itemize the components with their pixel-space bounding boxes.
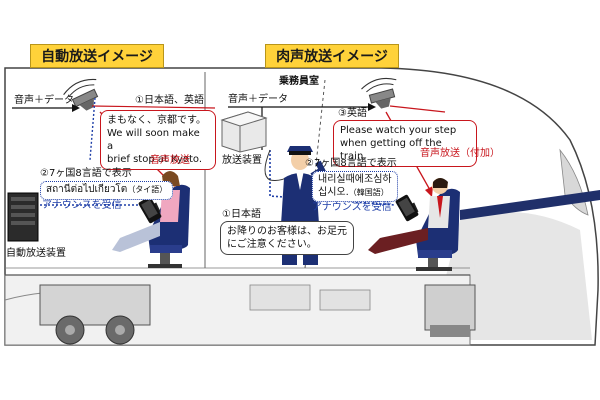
thai-text: สถานีต่อไปเกียวโต xyxy=(46,184,128,195)
right-voice-broadcast-label: 音声放送（付加） xyxy=(420,148,500,159)
speech-line1: お降りのお客様は、お足元 xyxy=(227,226,347,237)
speech-line2: にご注意ください。 xyxy=(227,239,317,250)
right-audio-data-label: 音声＋データ xyxy=(228,94,288,105)
broadcast-device-label: 放送装置 xyxy=(222,155,262,166)
right-announce-receive-label: アナウンスを受信 xyxy=(312,202,392,213)
passenger-right-seat xyxy=(368,178,460,271)
right-step2-label: ②7ヶ国8言語で表示 xyxy=(305,158,397,169)
thai-lang-label: （タイ語） xyxy=(127,185,168,194)
right-bubble-line2: when getting off the train. xyxy=(340,138,442,162)
korean-line2: 십시오. xyxy=(318,186,349,198)
bogie-left xyxy=(39,284,151,345)
speaker-left-icon xyxy=(63,78,99,111)
korean-lang-label: （韓国語） xyxy=(348,187,389,197)
left-bubble-line3: brief stop at Kyoto. xyxy=(107,154,202,165)
korean-line1: 내리실때에조심하 xyxy=(318,174,392,185)
smartphone-right-icon xyxy=(395,194,419,222)
conductor-speech-bubble: お降りのお客様は、お足元 にご注意ください。 xyxy=(220,221,354,255)
live-broadcast-title: 肉声放送イメージ xyxy=(265,44,399,68)
auto-broadcast-title: 自動放送イメージ xyxy=(30,44,164,68)
right-announcement-bubble: Please watch your step when getting off … xyxy=(333,120,477,167)
left-bubble-line1: まもなく、京都です。 xyxy=(107,115,206,126)
left-voice-broadcast-label: 音声放送 xyxy=(150,155,190,166)
korean-display-box: 내리실때에조심하 십시오.（韓国語） xyxy=(312,171,398,202)
auto-broadcast-device-label: 自動放送装置 xyxy=(6,248,66,259)
left-announcement-bubble: まもなく、京都です。 We will soon make a brief sto… xyxy=(100,110,216,170)
train-stripe xyxy=(460,190,600,220)
left-audio-data-label: 音声＋データ xyxy=(14,95,74,106)
thai-display-box: สถานีต่อไปเกียวโต（タイ語） xyxy=(40,181,174,200)
left-step1-label: ①日本語、英語 xyxy=(135,95,204,106)
right-step3-label: ③英語 xyxy=(338,108,367,119)
right-bubble-line1: Please watch your step xyxy=(340,125,457,136)
right-step1-label: ①日本語 xyxy=(222,209,261,220)
speaker-right-icon xyxy=(361,77,397,109)
auto-broadcast-device-icon xyxy=(7,192,39,242)
crew-room-label: 乗務員室 xyxy=(279,76,319,87)
left-step2-label: ②7ヶ国8言語で表示 xyxy=(40,168,132,179)
smartphone-left-icon xyxy=(138,196,162,224)
left-bubble-line2: We will soon make a xyxy=(107,128,200,152)
bogie-right xyxy=(424,284,476,337)
left-announce-receive-label: アナウンスを受信 xyxy=(42,200,122,211)
broadcast-device-icon xyxy=(220,111,268,153)
